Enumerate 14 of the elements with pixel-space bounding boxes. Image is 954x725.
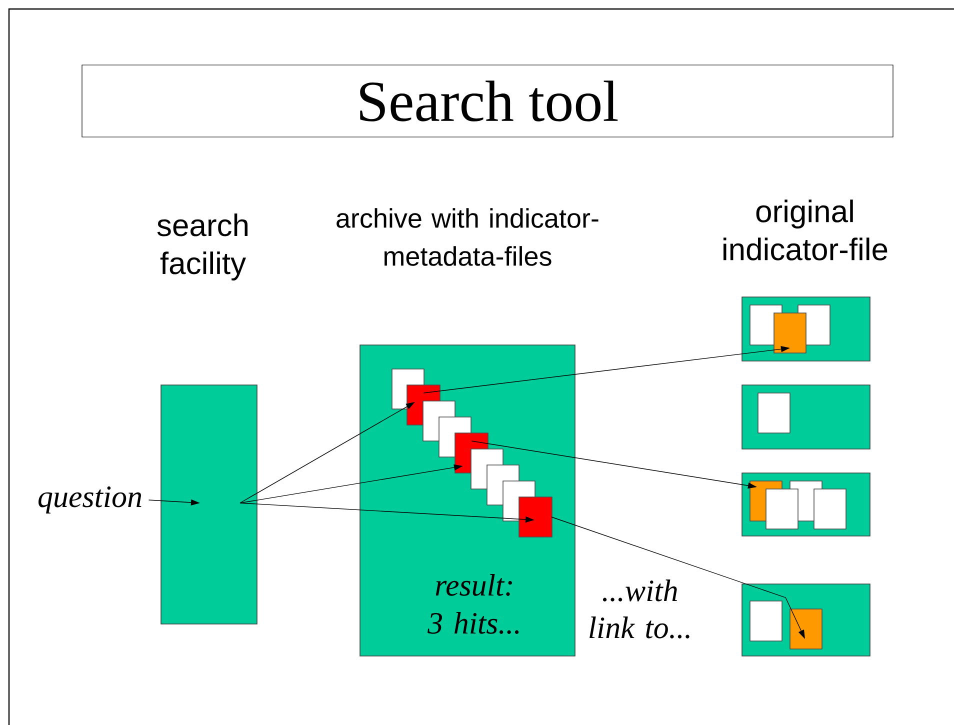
document-icon — [750, 600, 782, 642]
column-heading: search facility — [157, 214, 248, 280]
question-label: question — [38, 486, 142, 514]
column-heading: archive with indicator-metadata-files — [336, 208, 598, 266]
column-heading: original indicator-file — [724, 200, 888, 260]
document-icon — [790, 608, 822, 650]
document-icon — [758, 392, 790, 434]
document-icon — [774, 312, 806, 354]
document-icon — [518, 496, 552, 538]
note-text: ...with link to... — [590, 580, 690, 638]
document-icon — [814, 488, 846, 530]
title-box: Search tool — [82, 64, 894, 138]
search-box — [160, 384, 258, 624]
document-icon — [766, 488, 798, 530]
